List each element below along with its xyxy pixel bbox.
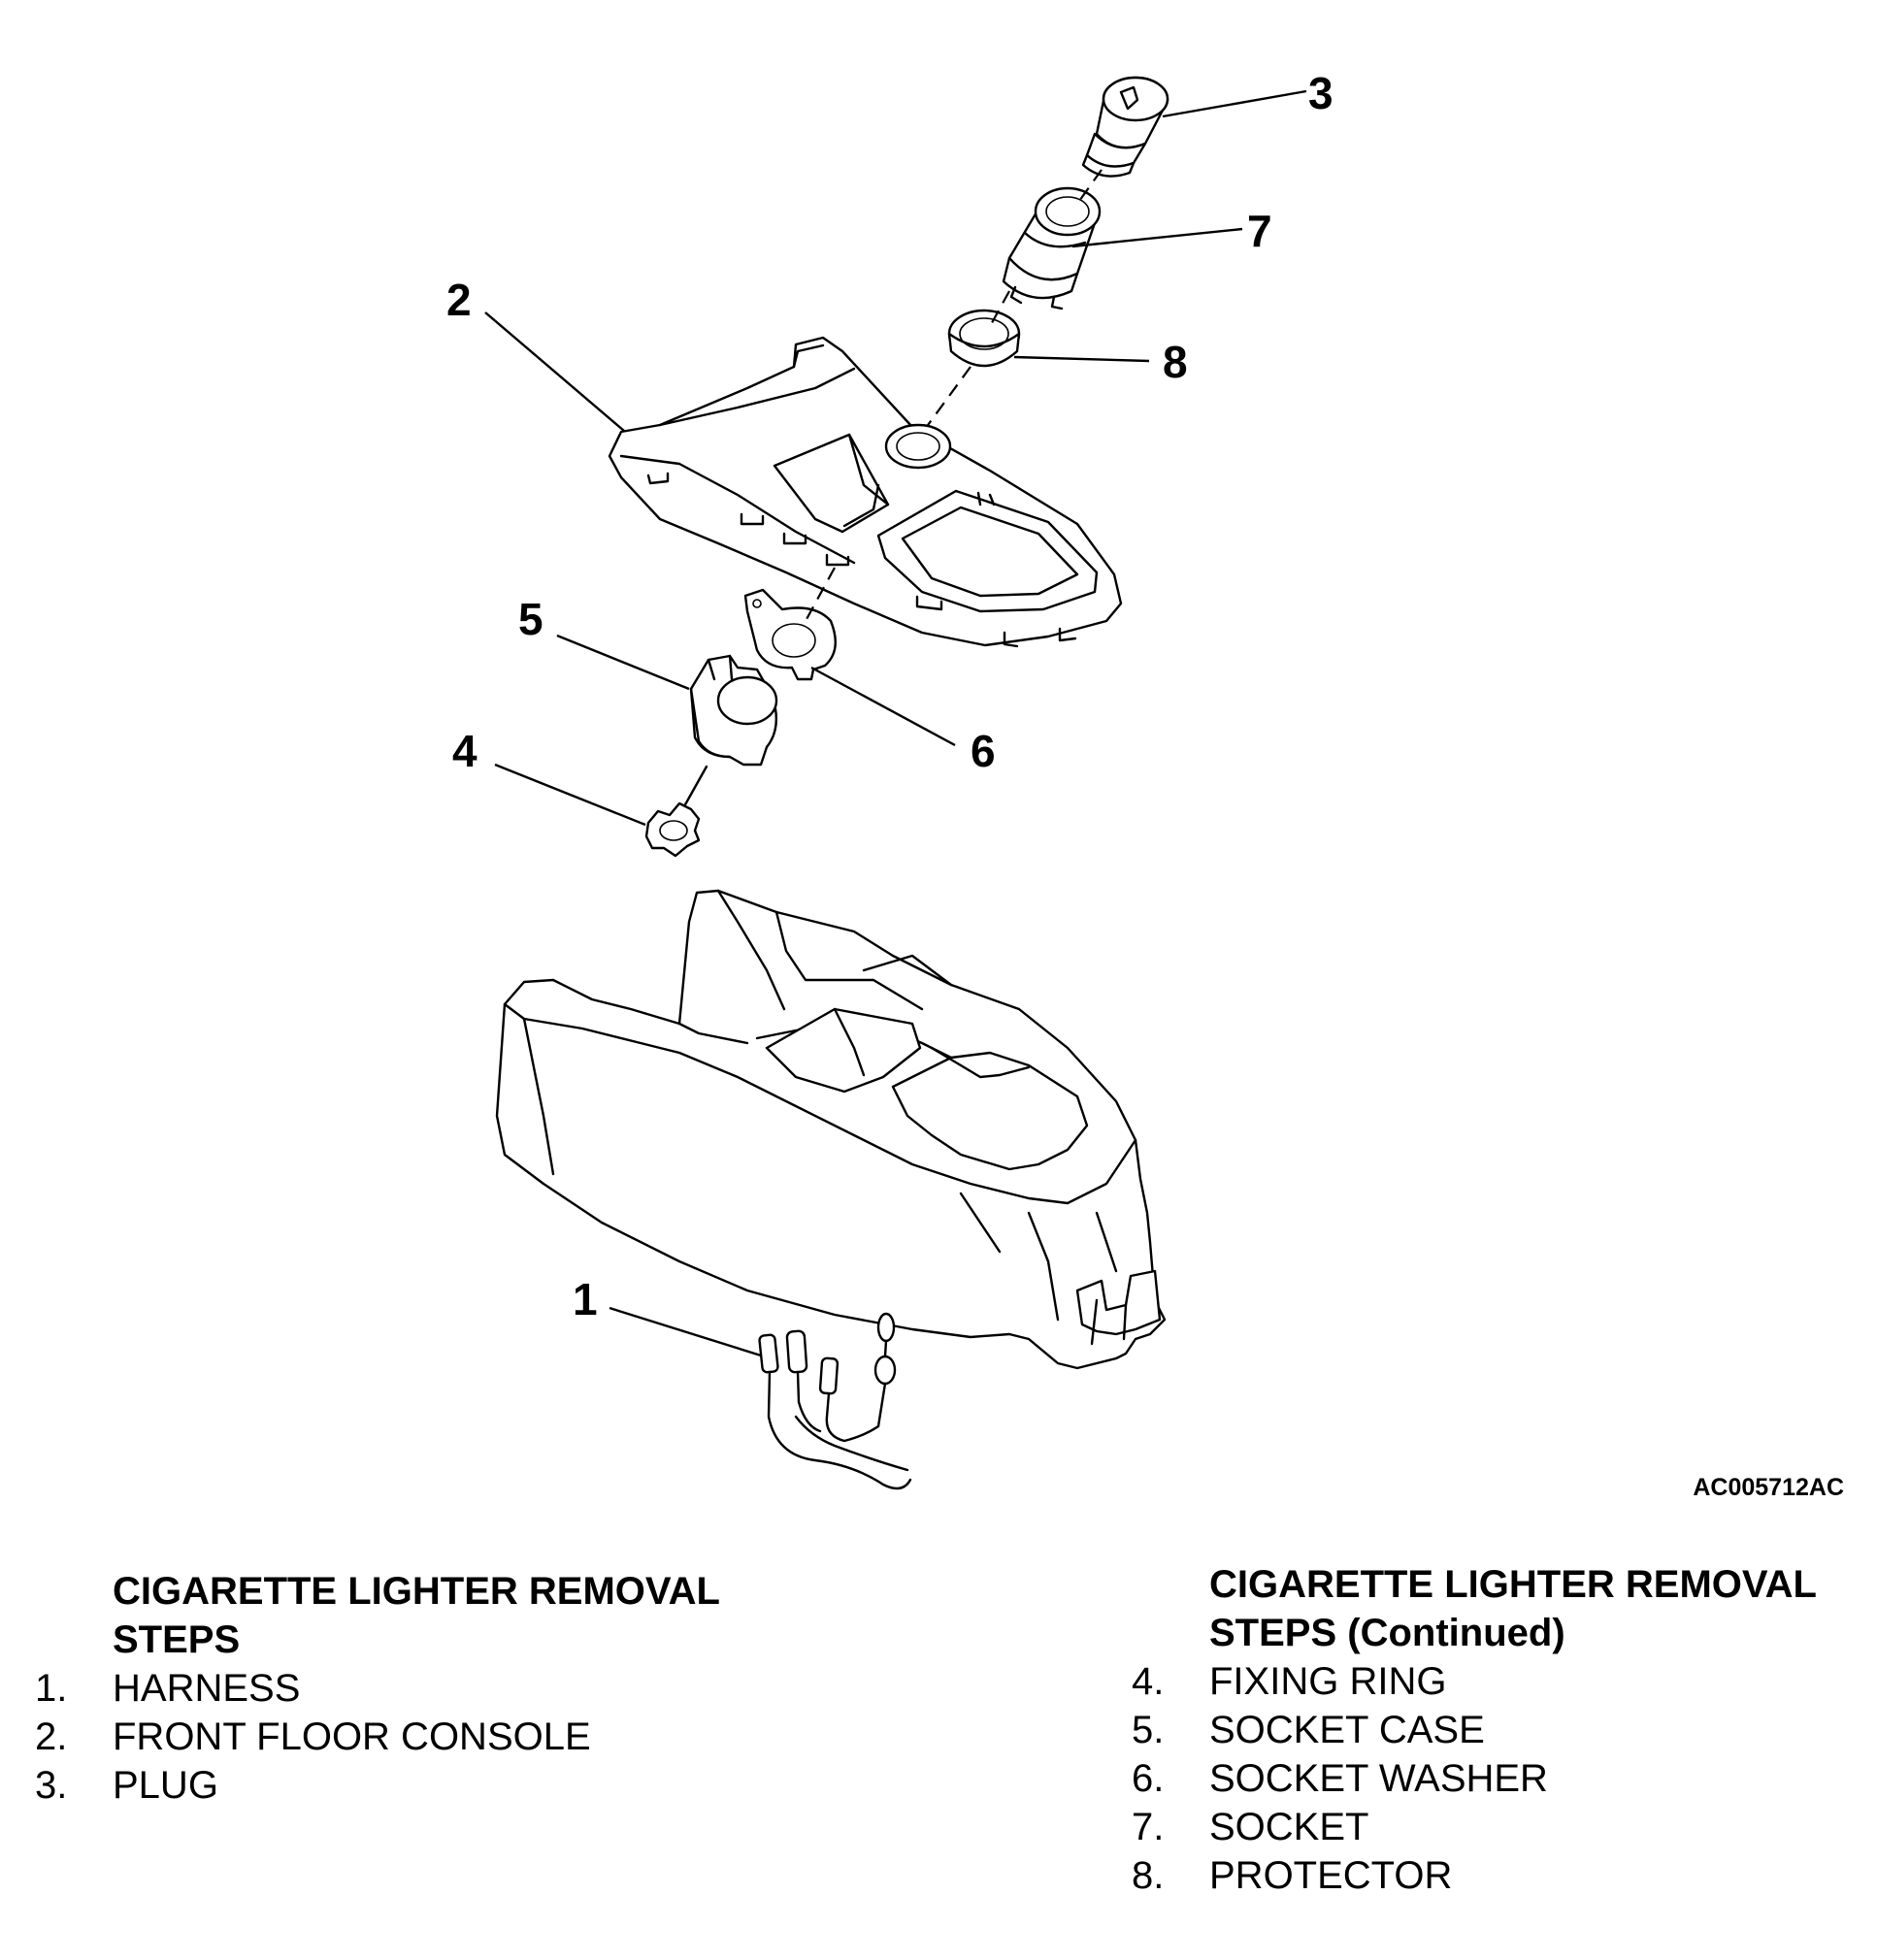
plug-part	[1081, 76, 1169, 178]
front-floor-console-part	[608, 336, 1123, 648]
callout-8: 8	[1163, 337, 1188, 387]
step-row: 7. SOCKET	[1132, 1803, 1850, 1851]
step-label: HARNESS	[113, 1667, 301, 1710]
step-row: 5. SOCKET CASE	[1132, 1706, 1850, 1754]
steps-continued-heading-line2: STEPS (Continued)	[1209, 1612, 1565, 1654]
figure-id: AC005712AC	[1693, 1474, 1844, 1501]
step-number: 4.	[1132, 1660, 1165, 1703]
socket-washer-part	[743, 588, 837, 681]
step-number: 7.	[1132, 1806, 1165, 1848]
exploded-view-diagram: 1 2 3 4 5 6 7 8 AC005712AC	[446, 68, 1844, 1501]
step-row: 1. HARNESS	[35, 1664, 773, 1713]
steps-heading-line1: CIGARETTE LIGHTER REMOVAL	[113, 1570, 720, 1613]
step-number: 2.	[35, 1715, 68, 1758]
socket-case-part	[689, 654, 778, 767]
protector-part	[947, 309, 1021, 368]
removal-steps-continued-list: CIGARETTE LIGHTER REMOVAL STEPS (Continu…	[1132, 1560, 1850, 1900]
step-label: FIXING RING	[1209, 1660, 1447, 1703]
floor-console-body	[495, 889, 1167, 1370]
step-number: 1.	[35, 1667, 68, 1710]
step-number: 3.	[35, 1764, 68, 1807]
step-label: SOCKET WASHER	[1209, 1757, 1548, 1800]
step-label: PLUG	[113, 1764, 218, 1807]
socket-part	[1002, 186, 1102, 310]
harness-part	[758, 1312, 912, 1490]
steps-continued-heading-line1: CIGARETTE LIGHTER REMOVAL	[1209, 1563, 1817, 1606]
callout-1: 1	[573, 1274, 598, 1324]
callout-6: 6	[971, 726, 996, 776]
step-label: SOCKET	[1209, 1806, 1369, 1848]
step-label: PROTECTOR	[1209, 1854, 1453, 1897]
step-number: 8.	[1132, 1854, 1165, 1897]
step-label: FRONT FLOOR CONSOLE	[113, 1715, 591, 1758]
steps-heading-line2: STEPS	[113, 1618, 241, 1661]
callout-3: 3	[1308, 68, 1334, 118]
step-row: 2. FRONT FLOOR CONSOLE	[35, 1713, 773, 1761]
callout-4: 4	[452, 726, 477, 776]
step-row: 3. PLUG	[35, 1761, 773, 1810]
callout-2: 2	[446, 275, 472, 325]
step-label: SOCKET CASE	[1209, 1709, 1485, 1751]
step-row: 8. PROTECTOR	[1132, 1851, 1850, 1900]
step-row: 4. FIXING RING	[1132, 1657, 1850, 1706]
removal-steps-list: CIGARETTE LIGHTER REMOVAL STEPS 1. HARNE…	[35, 1567, 773, 1810]
step-row: 6. SOCKET WASHER	[1132, 1754, 1850, 1803]
callout-7: 7	[1247, 206, 1272, 256]
callout-5: 5	[518, 594, 543, 644]
step-number: 5.	[1132, 1709, 1165, 1751]
fixing-ring-part	[644, 801, 701, 858]
step-number: 6.	[1132, 1757, 1165, 1800]
